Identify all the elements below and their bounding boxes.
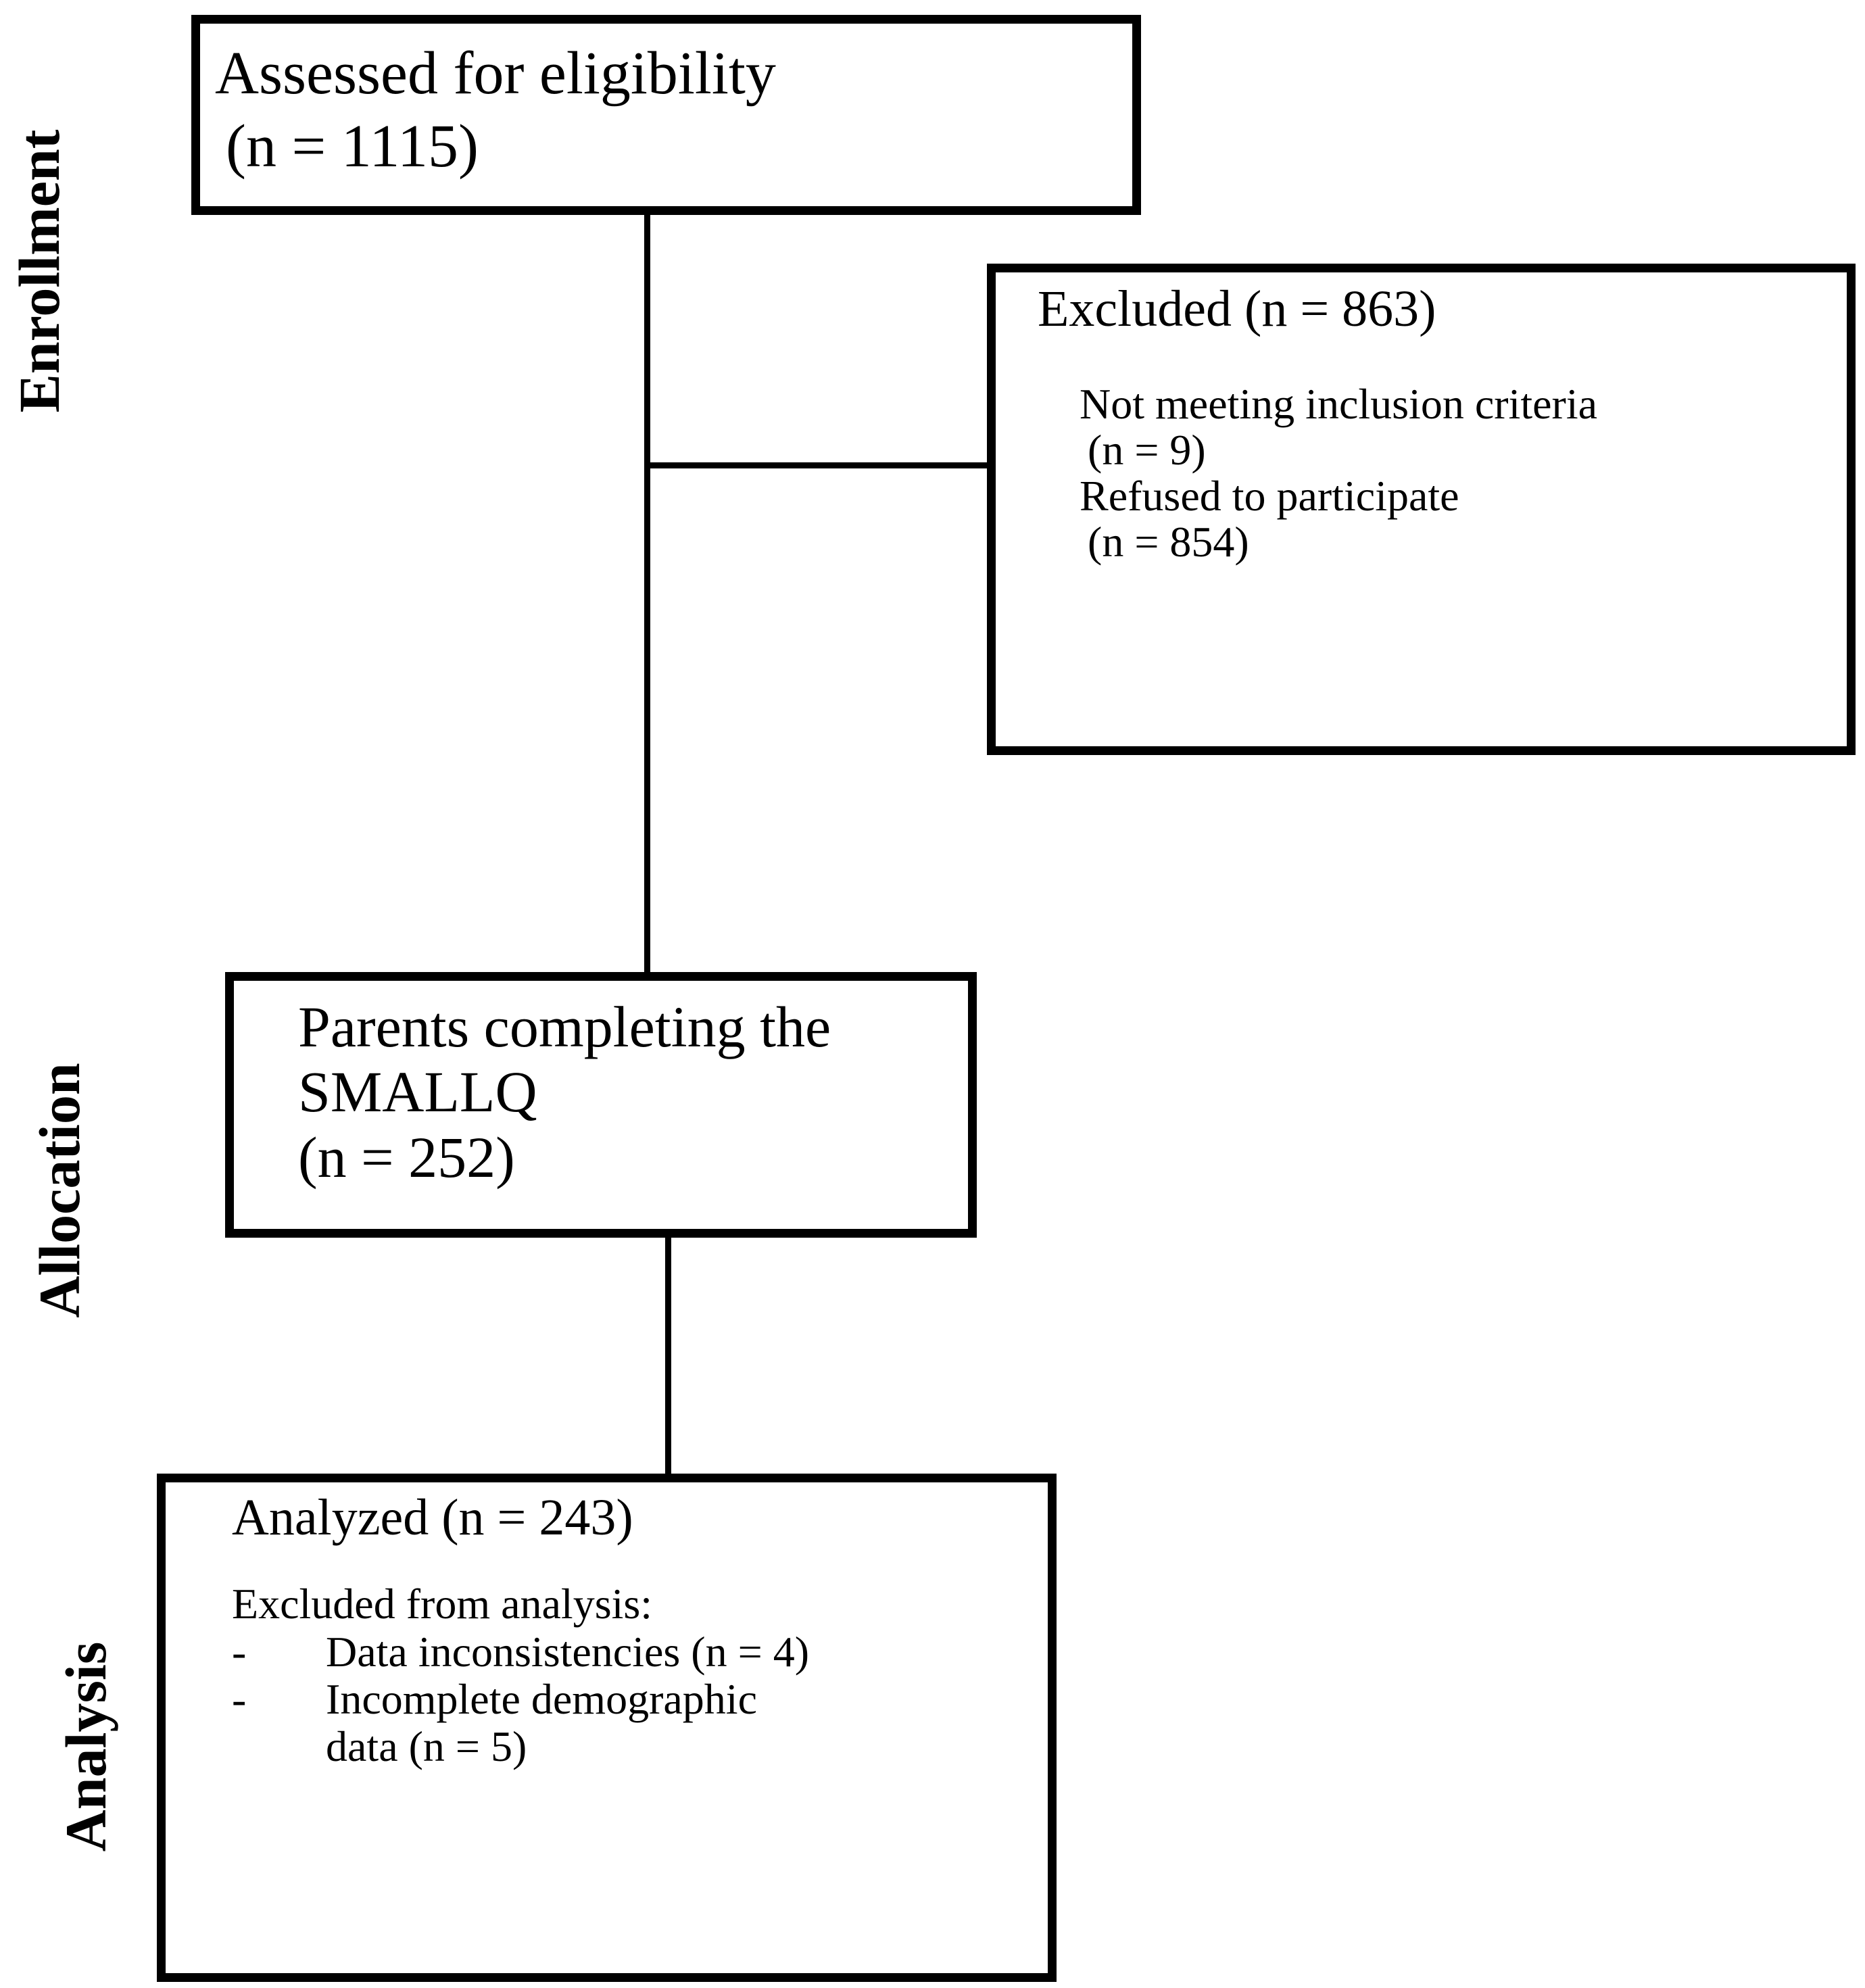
eligibility-count: (n = 1115): [226, 113, 479, 180]
stage-label-analysis: Analysis: [53, 1641, 118, 1852]
excluded-reason-1: Not meeting inclusion criteria: [1080, 380, 1597, 429]
analyzed-heading: Analyzed (n = 243): [232, 1489, 633, 1546]
bullet-dash: -: [232, 1674, 247, 1723]
excluded-box: Excluded (n = 863) Not meeting inclusion…: [987, 264, 1856, 755]
excluded-heading: Excluded (n = 863): [1038, 281, 1436, 337]
analyzed-exclusion-list: - Data inconsistencies (n = 4) - Incompl…: [232, 1628, 1048, 1771]
parents-completing-smallq-box: Parents completing the SMALLQ (n = 252): [225, 972, 977, 1238]
list-item: - Data inconsistencies (n = 4): [232, 1628, 1048, 1676]
excluded-details: Not meeting inclusion criteria (n = 9) R…: [1080, 381, 1847, 564]
bullet-dash: -: [232, 1627, 247, 1676]
connector-branch-to-excluded: [647, 462, 996, 468]
eligibility-line-1: Assessed for eligibility: [215, 40, 776, 107]
list-item: - Incomplete demographic data (n = 5): [232, 1674, 1048, 1771]
analyzed-box: Analyzed (n = 243) Excluded from analysi…: [157, 1474, 1057, 1982]
completed-line-2: SMALLQ: [298, 1059, 537, 1125]
stage-label-enrollment: Enrollment: [7, 129, 72, 413]
exclusion-item-1: Data inconsistencies (n = 4): [326, 1627, 809, 1676]
assessed-for-eligibility-box: Assessed for eligibility (n = 1115): [191, 15, 1141, 215]
completed-count: (n = 252): [298, 1124, 515, 1190]
completed-line-1: Parents completing the: [298, 994, 831, 1059]
connector-completed-to-analyzed: [665, 1238, 671, 1476]
analyzed-subheading: Excluded from analysis:: [232, 1580, 653, 1628]
excluded-reason-2-count: (n = 854): [1088, 517, 1249, 566]
excluded-reason-1-count: (n = 9): [1088, 425, 1206, 474]
stage-label-allocation: Allocation: [27, 1063, 92, 1318]
excluded-reason-2: Refused to participate: [1080, 471, 1459, 520]
exclusion-item-2: Incomplete demographic data (n = 5): [326, 1674, 757, 1771]
connector-eligibility-to-completed: [644, 215, 650, 972]
